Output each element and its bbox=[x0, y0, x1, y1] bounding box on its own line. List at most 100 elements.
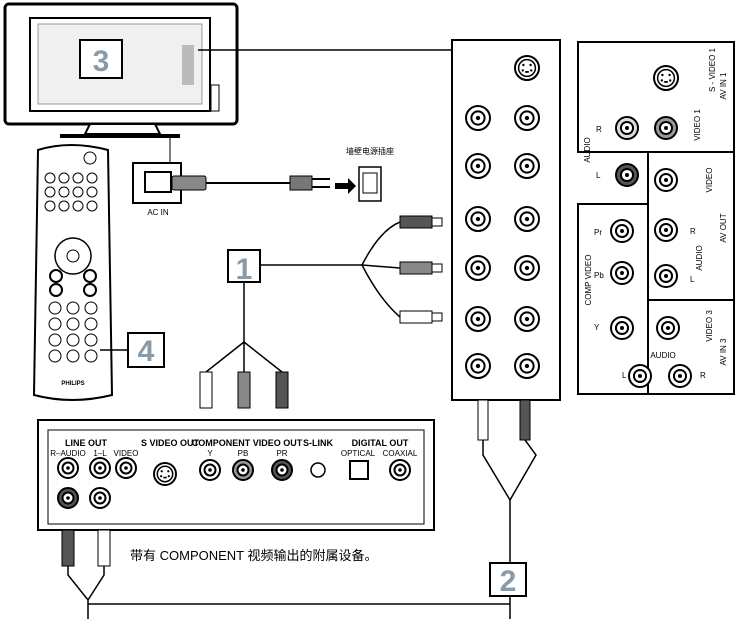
rca-jack bbox=[514, 153, 540, 179]
digit-key bbox=[84, 301, 98, 315]
remote-control: PHILIPS bbox=[32, 144, 114, 401]
rca-jack bbox=[465, 153, 491, 179]
audio-in-label: AUDIO bbox=[583, 137, 592, 162]
step-2-number: 2 bbox=[500, 565, 517, 598]
in3-l-label: L bbox=[622, 371, 627, 380]
remote-key bbox=[86, 172, 98, 184]
s-video-out-label: S VIDEO OUT bbox=[141, 438, 200, 448]
out-l-label: L bbox=[690, 275, 695, 284]
s-video-jack bbox=[153, 462, 177, 486]
remote-key bbox=[72, 172, 84, 184]
step-4-number: 4 bbox=[138, 335, 155, 368]
audio-3-label: AUDIO bbox=[650, 351, 675, 360]
rca-jack bbox=[389, 459, 411, 481]
side-jacks bbox=[610, 65, 692, 388]
rca-jack bbox=[656, 316, 680, 340]
rca-jack bbox=[465, 206, 491, 232]
tv-jack-panel bbox=[451, 39, 561, 401]
rca-jack bbox=[465, 306, 491, 332]
channel-key bbox=[49, 283, 63, 297]
step-2-badge: 2 bbox=[489, 562, 527, 598]
rca-jack bbox=[610, 316, 634, 340]
digit-key bbox=[66, 349, 80, 363]
ac-in-socket: AC IN bbox=[132, 138, 182, 217]
remote-brand: PHILIPS bbox=[61, 381, 84, 387]
video-3-label: VIDEO 3 bbox=[705, 310, 714, 342]
volume-key bbox=[49, 269, 63, 283]
step-3-badge: 3 bbox=[79, 39, 123, 79]
component-video-out-label: COMPONENT VIDEO OUT bbox=[192, 438, 303, 448]
power-cord bbox=[171, 175, 356, 194]
rca-jack bbox=[199, 459, 221, 481]
step-3-number: 3 bbox=[93, 45, 110, 78]
pr-label: Pr bbox=[594, 228, 602, 237]
line-out-label: LINE OUT bbox=[65, 438, 108, 448]
rca-jack bbox=[628, 364, 652, 388]
rca-jack bbox=[89, 487, 111, 509]
digit-key bbox=[66, 333, 80, 347]
rca-jack bbox=[615, 163, 639, 187]
digit-key bbox=[48, 349, 62, 363]
rca-jack bbox=[610, 219, 634, 243]
rca-jack bbox=[514, 105, 540, 131]
device-jacks bbox=[57, 457, 411, 509]
digit-key bbox=[66, 317, 80, 331]
s-link-label: S-LINK bbox=[303, 438, 333, 448]
remote-key bbox=[72, 186, 84, 198]
rca-jack bbox=[654, 264, 678, 288]
digit-key bbox=[48, 333, 62, 347]
remote-key bbox=[44, 186, 56, 198]
video-out-label: VIDEO bbox=[705, 168, 714, 193]
caption: 带有 COMPONENT 视频输出的附属设备。 bbox=[130, 548, 378, 563]
component-cable-top: 1 bbox=[199, 215, 443, 409]
ac-in-label: AC IN bbox=[147, 208, 169, 217]
one-l-label: 1–L bbox=[93, 449, 107, 458]
av-in-1-label: AV IN 1 bbox=[719, 72, 728, 100]
rca-jack bbox=[57, 457, 79, 479]
wall-outlet-label: 墙壁电源插座 bbox=[346, 146, 394, 156]
digit-key bbox=[48, 301, 62, 315]
r-audio-label: R–AUDIO bbox=[50, 449, 86, 458]
digit-key bbox=[84, 349, 98, 363]
remote-key bbox=[44, 200, 56, 212]
step-4-badge: 4 bbox=[100, 332, 165, 368]
rca-jack bbox=[610, 261, 634, 285]
digit-key bbox=[84, 317, 98, 331]
rca-jack bbox=[232, 459, 254, 481]
remote-key bbox=[58, 186, 70, 198]
volume-key bbox=[83, 269, 97, 283]
step-1-number: 1 bbox=[236, 253, 253, 286]
remote-key bbox=[58, 172, 70, 184]
device-video-label: VIDEO bbox=[114, 449, 139, 458]
accessory-device: LINE OUT R–AUDIO 1–L VIDEO S VIDEO OUT C… bbox=[37, 419, 435, 531]
device-pb-label: PB bbox=[238, 449, 249, 458]
side-connection-panel: AV IN 1 S - VIDEO 1 VIDEO 1 AUDIO R L VI… bbox=[577, 41, 735, 395]
rca-jack bbox=[654, 218, 678, 242]
wall-outlet: 墙壁电源插座 bbox=[346, 146, 394, 202]
rca-jack bbox=[514, 353, 540, 379]
remote-key bbox=[86, 200, 98, 212]
rca-jack bbox=[465, 105, 491, 131]
comp-video-label: COMP VIDEO bbox=[584, 255, 593, 306]
rca-jack bbox=[465, 255, 491, 281]
rca-jack bbox=[654, 168, 678, 192]
rca-jack bbox=[668, 364, 692, 388]
rca-jack bbox=[271, 459, 293, 481]
channel-key bbox=[83, 283, 97, 297]
optical-label: OPTICAL bbox=[341, 449, 376, 458]
digit-key bbox=[48, 317, 62, 331]
rca-jack bbox=[514, 306, 540, 332]
audio-cable bbox=[61, 399, 537, 619]
center-jacks bbox=[465, 55, 540, 379]
power-button bbox=[83, 151, 97, 165]
optical-jack bbox=[349, 460, 369, 480]
rca-jack bbox=[615, 116, 639, 140]
audio-out-label: AUDIO bbox=[695, 245, 704, 270]
audio-l-label: L bbox=[596, 171, 601, 180]
digit-key bbox=[66, 301, 80, 315]
digit-key bbox=[84, 333, 98, 347]
y-label: Y bbox=[594, 323, 600, 332]
s-link-jack bbox=[310, 462, 326, 478]
av-out-label: AV OUT bbox=[719, 213, 728, 242]
